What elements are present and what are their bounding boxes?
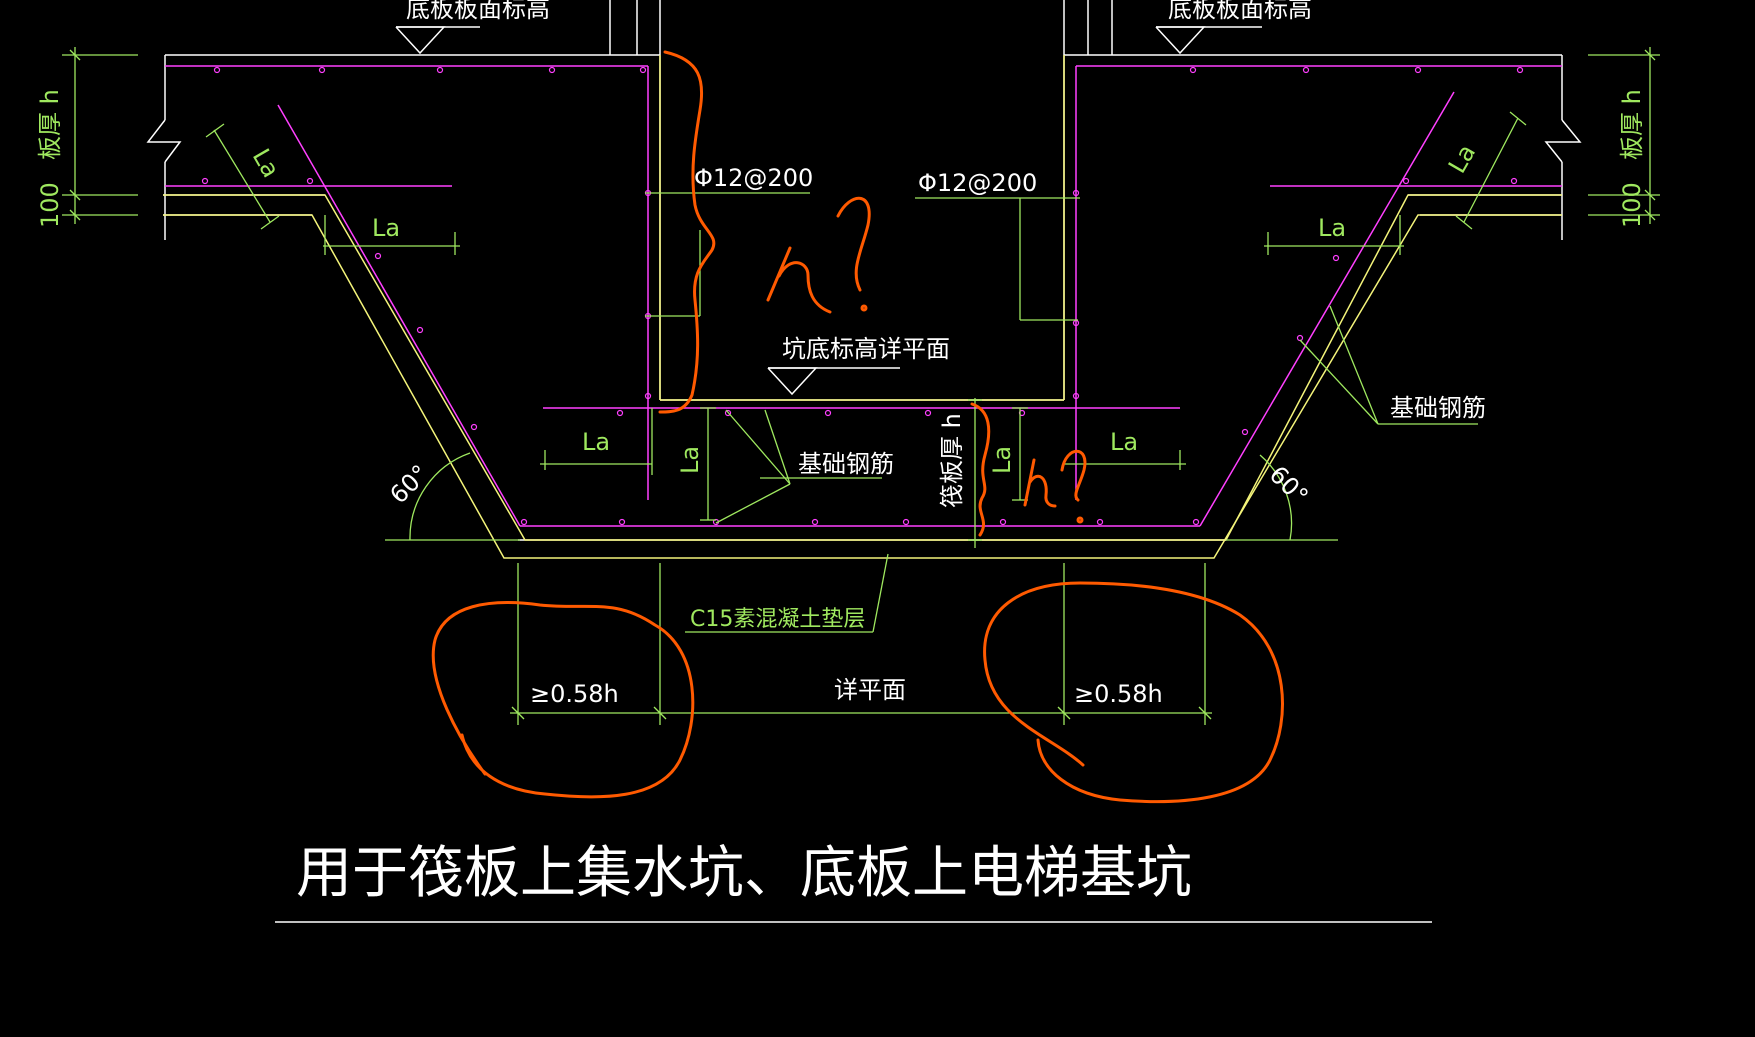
dim-100-right: 100 bbox=[1618, 182, 1646, 228]
angle-left: 60° bbox=[384, 459, 434, 509]
dimension-lines bbox=[62, 47, 1660, 725]
brace-left-markup bbox=[658, 50, 716, 414]
la-diag-left: La bbox=[247, 144, 285, 182]
slab-thickness-right: 板厚 h bbox=[1618, 89, 1646, 160]
circle-right-markup bbox=[983, 581, 1284, 804]
foundation-rebar-right: 基础钢筋 bbox=[1390, 394, 1486, 422]
pit-bottom-elev: 坑底标高详平面 bbox=[782, 335, 950, 363]
la-bottom-left: La bbox=[582, 428, 610, 456]
rebar-lines bbox=[165, 65, 1562, 527]
rebar-label-right: Φ12@200 bbox=[918, 169, 1037, 197]
drawing-title: 用于筏板上集水坑、底板上电梯基坑 bbox=[296, 841, 1192, 906]
slab-top-elev-left: 底板板面标高 bbox=[406, 0, 550, 23]
dim-058h-right: ≥0.58h bbox=[1074, 680, 1163, 708]
foundation-rebar-mid: 基础钢筋 bbox=[798, 450, 894, 478]
raft-thickness: 筏板厚 h bbox=[938, 413, 966, 508]
detail-plan-label: 详平面 bbox=[834, 676, 906, 704]
slab-top-elev-right: 底板板面标高 bbox=[1168, 0, 1312, 23]
concrete-outline bbox=[163, 55, 1562, 559]
la-diag-right: La bbox=[1443, 140, 1481, 178]
elevation-markers bbox=[395, 26, 1262, 396]
la-horiz-right: La bbox=[1318, 214, 1346, 242]
la-bottom-right: La bbox=[1110, 428, 1138, 456]
slab-thickness-left: 板厚 h bbox=[36, 89, 64, 160]
c15-cushion-label: C15素混凝土垫层 bbox=[690, 607, 865, 632]
brace-right-markup bbox=[970, 402, 991, 537]
dim-100-left: 100 bbox=[36, 182, 64, 228]
dim-058h-left: ≥0.58h bbox=[530, 680, 619, 708]
la-bottom-vert: La bbox=[676, 446, 704, 474]
rebar-label-left: Φ12@200 bbox=[694, 164, 813, 192]
handwritten-markup bbox=[431, 50, 1284, 804]
circle-left-markup bbox=[431, 601, 695, 799]
angle-right: 60° bbox=[1264, 460, 1314, 510]
la-horiz-left: La bbox=[372, 214, 400, 242]
la-bottom-vert-right: La bbox=[988, 446, 1016, 474]
